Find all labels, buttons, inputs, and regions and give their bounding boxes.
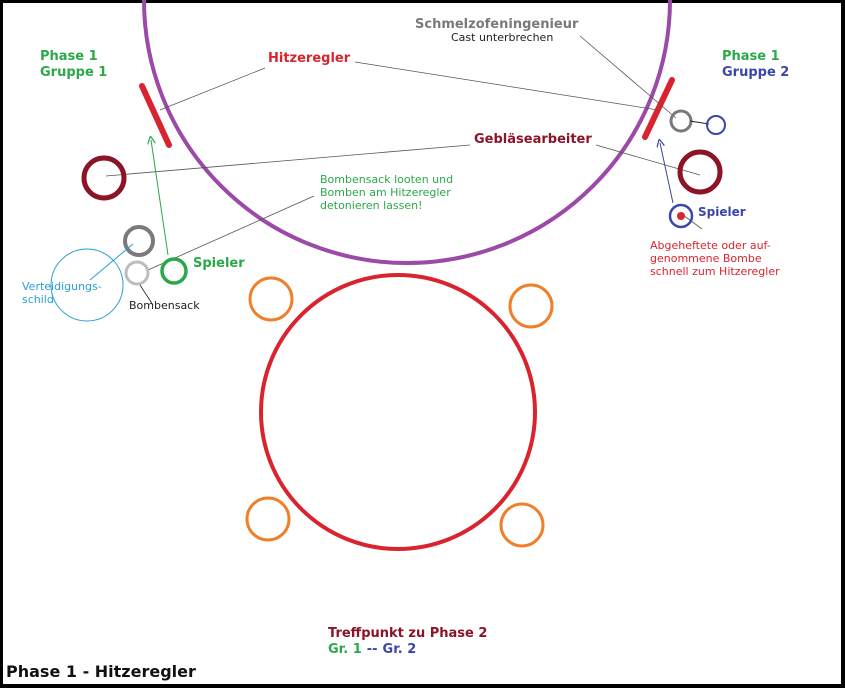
connector-bombe [682,214,703,230]
label-gr1: Gr. 1 [328,642,362,657]
phase2-arena-circle [259,273,537,551]
label-spieler-right: Spieler [698,205,746,219]
arrow-player-to-regulator [151,140,169,256]
engineer-left [123,225,155,257]
label-groups: Gr. 1 -- Gr. 2 [328,642,416,657]
connector-hitzeregler-right [354,61,659,111]
connector-hitzeregler-left [159,67,266,111]
line-shield-to-engineer [89,243,134,281]
label-hitzeregler: Hitzeregler [268,51,351,66]
label-verteidigung-1: Verteidigungs- [22,280,102,293]
orange-spot-bottom-left [245,496,291,542]
line-engineer-interrupt [689,120,710,125]
group2-phase: Phase 1 [722,49,780,64]
label-sep: -- [367,642,378,657]
label-bombe-2: genommene Bombe [650,252,762,265]
bomb-marker [677,212,685,220]
label-looten-1: Bombensack looten und [320,173,453,186]
line-bombensack [139,284,154,306]
label-treffpunkt: Treffpunkt zu Phase 2 [328,626,487,641]
group1-phase: Phase 1 [40,49,98,64]
label-bombe-3: schnell zum Hitzeregler [650,265,780,278]
connector-geblaese-left [105,144,471,177]
label-geblaese: Gebläsearbeiter [474,132,592,147]
group2-name: Gruppe 2 [722,65,789,80]
connector-schmelzofen [579,35,677,119]
connector-geblaese-right [595,144,701,176]
defense-shield [50,248,124,322]
label-bombensack: Bombensack [129,299,200,312]
orange-spot-top-right [508,283,554,329]
label-verteidigung-2: schild [22,293,54,306]
label-schmelzofen: Schmelzofeningenieur [415,17,579,32]
arrow-player-right-to-regulator [660,143,674,204]
group1-name: Gruppe 1 [40,65,107,80]
bomb-bag [124,260,150,286]
orange-spot-bottom-right [499,502,545,548]
heat-regulator-right [642,77,675,140]
label-looten-2: Bomben am Hitzeregler [320,186,451,199]
label-bombe-1: Abgeheftete oder auf- [650,239,771,252]
furnace-arena-arc [142,0,672,265]
label-looten-3: detonieren lassen! [320,199,423,212]
player-left [160,257,188,285]
diagram-title: Phase 1 - Hitzeregler [6,662,196,681]
label-spieler-left: Spieler [193,256,245,271]
diagram-background [3,3,841,684]
blower-worker-right [677,149,723,195]
label-cast: Cast unterbrechen [451,31,553,44]
interrupt-player-right [706,115,726,135]
orange-spot-top-left [248,276,294,322]
heat-regulator-left [139,83,172,148]
label-gr2: Gr. 2 [383,642,417,657]
player-right [668,203,694,229]
blower-worker-left [81,155,127,201]
